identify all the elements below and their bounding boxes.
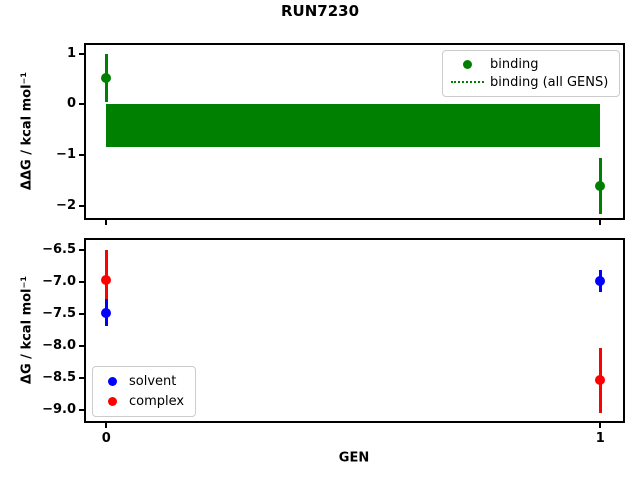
top-plot-area [84, 43, 625, 220]
y-tick [79, 376, 84, 379]
y-tick [79, 408, 84, 411]
legend-dotted-line-icon [451, 81, 484, 84]
binding-point [101, 72, 112, 83]
y-tick-label: −8.0 [42, 337, 76, 353]
binding-all-gens-band [106, 104, 601, 147]
complex-dot-icon [107, 396, 117, 406]
y-tick-label: −7.0 [42, 274, 76, 290]
x-tick [105, 423, 108, 428]
figure-title: RUN7230 [280, 2, 360, 20]
complex-point [101, 275, 112, 286]
legend-item-solvent: solvent [101, 372, 187, 391]
y-tick [79, 281, 84, 284]
y-tick [79, 154, 84, 157]
y-tick-label: −7.5 [42, 305, 76, 321]
solvent-point [101, 307, 112, 318]
y-tick-label: −8.5 [42, 369, 76, 385]
bottom-y-axis-label: ΔG / kcal mol⁻¹ [19, 275, 35, 385]
x-tick-label: 1 [595, 431, 605, 446]
y-tick-label: −6.5 [42, 242, 76, 258]
binding (all GENS)-line-icon [451, 81, 484, 84]
legend-item-label: binding [490, 57, 539, 73]
y-tick-label: −9.0 [42, 401, 76, 417]
solvent-point [595, 275, 606, 286]
legend-item-label: complex [129, 393, 185, 409]
y-tick [79, 103, 84, 106]
legend-marker-icon [451, 60, 484, 70]
x-tick [105, 220, 108, 225]
legend-marker-icon [101, 377, 123, 387]
legend-marker-icon [101, 396, 123, 406]
solvent-dot-icon [107, 377, 117, 387]
legend-item-complex: complex [101, 392, 187, 411]
y-tick [79, 344, 84, 347]
legend-item-label: solvent [129, 374, 177, 390]
x-tick [599, 423, 602, 428]
top-y-axis-label: ΔΔG / kcal mol⁻¹ [19, 71, 35, 191]
legend-item-label: binding (all GENS) [490, 74, 609, 90]
binding-dot-icon [463, 60, 472, 70]
legend-item-binding: binding [451, 56, 611, 74]
x-tick [599, 220, 602, 225]
y-tick-label: −1 [56, 147, 76, 163]
x-axis-label: GEN [338, 450, 370, 466]
y-tick [79, 249, 84, 252]
bottom-plot-area [84, 238, 625, 423]
bottom-legend: solvent complex [92, 366, 196, 417]
y-tick [79, 312, 84, 315]
y-tick-label: −2 [56, 197, 76, 213]
complex-point [595, 375, 606, 386]
x-tick-label: 0 [101, 431, 111, 446]
y-tick [79, 204, 84, 207]
legend-item-binding-all-gens: binding (all GENS) [451, 74, 611, 92]
y-tick-label: 1 [66, 45, 76, 61]
binding-point [595, 181, 606, 192]
y-tick-label: 0 [66, 96, 76, 112]
y-tick [79, 52, 84, 55]
